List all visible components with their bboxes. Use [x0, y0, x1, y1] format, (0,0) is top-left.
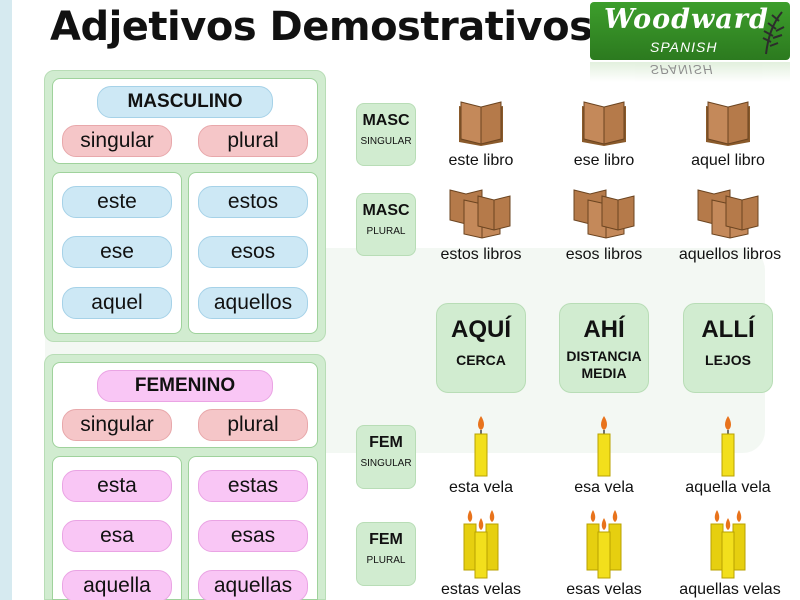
form-este: este: [62, 186, 172, 218]
form-aquellas: aquellas: [198, 570, 308, 600]
tag-sub: SINGULAR: [360, 458, 412, 469]
tag-sub: SINGULAR: [360, 136, 412, 147]
tag-fem-plural: FEM PLURAL: [356, 522, 416, 586]
logo-subtitle: SPANISH: [650, 39, 718, 55]
distance-meaning: DISTANCIA MEDIA: [566, 348, 642, 381]
distance-meaning: CERCA: [456, 352, 506, 368]
tag-sub: PLURAL: [366, 226, 406, 237]
distance-ahi: AHÍ DISTANCIA MEDIA: [559, 303, 649, 393]
form-esas: esas: [198, 520, 308, 552]
candle-icon: [474, 416, 488, 477]
book-icon: [582, 101, 626, 146]
form-estas: estas: [198, 470, 308, 502]
book-icon: [459, 101, 503, 146]
logo-name: Woodward: [604, 4, 769, 35]
caption-aquellos-libros: aquellos libros: [678, 246, 782, 263]
distance-word: AHÍ: [583, 316, 625, 343]
distance-aqui: AQUÍ CERCA: [436, 303, 526, 393]
caption-estas-velas: estas velas: [440, 581, 522, 598]
caption-aquellas-velas: aquellas velas: [679, 581, 781, 598]
left-edge-bar: [0, 0, 12, 600]
logo-reflection: SPANISH: [590, 62, 790, 82]
candles-icon: [463, 510, 499, 579]
tag-fem-singular: FEM SINGULAR: [356, 425, 416, 489]
femenino-header: FEMENINO: [97, 370, 273, 402]
caption-este-libro: este libro: [448, 152, 514, 169]
form-estos: estos: [198, 186, 308, 218]
distance-word: ALLÍ: [701, 316, 755, 343]
book-icon: [706, 101, 750, 146]
candle-icon: [597, 416, 611, 477]
books-icon: [697, 189, 759, 239]
tag-masc-singular: MASC SINGULAR: [356, 103, 416, 166]
caption-esta-vela: esta vela: [448, 479, 514, 496]
form-aquel: aquel: [62, 287, 172, 319]
distance-word: AQUÍ: [451, 316, 511, 343]
tag-masc-plural: MASC PLURAL: [356, 193, 416, 256]
caption-estos-libros: estos libros: [440, 246, 522, 263]
candle-icon: [721, 416, 735, 477]
logo-reflection-text: SPANISH: [650, 62, 714, 77]
caption-esos-libros: esos libros: [565, 246, 643, 263]
form-ese: ese: [62, 236, 172, 268]
tag-sub: PLURAL: [366, 555, 406, 566]
distance-alli: ALLÍ LEJOS: [683, 303, 773, 393]
form-aquella: aquella: [62, 570, 172, 600]
caption-esas-velas: esas velas: [566, 581, 642, 598]
tag-main: FEM: [369, 531, 403, 548]
form-esta: esta: [62, 470, 172, 502]
masculino-singular-label: singular: [62, 125, 172, 157]
candles-icon: [710, 510, 746, 579]
caption-aquel-libro: aquel libro: [691, 152, 765, 169]
tag-main: MASC: [362, 112, 410, 129]
form-esa: esa: [62, 520, 172, 552]
page-title: Adjetivos Demostrativos: [50, 4, 593, 50]
caption-ese-libro: ese libro: [573, 152, 635, 169]
candles-icon: [586, 510, 622, 579]
fern-icon: [762, 11, 785, 55]
books-icon: [449, 189, 511, 239]
caption-aquella-vela: aquella vela: [685, 479, 771, 496]
books-icon: [573, 189, 635, 239]
masculino-plural-label: plural: [198, 125, 308, 157]
form-esos: esos: [198, 236, 308, 268]
tag-main: FEM: [369, 434, 403, 451]
caption-esa-vela: esa vela: [574, 479, 634, 496]
form-aquellos: aquellos: [198, 287, 308, 319]
woodward-logo: Woodward SPANISH: [590, 2, 790, 60]
masculino-header: MASCULINO: [97, 86, 273, 118]
tag-main: MASC: [362, 202, 410, 219]
distance-meaning: LEJOS: [705, 352, 751, 368]
femenino-plural-label: plural: [198, 409, 308, 441]
femenino-singular-label: singular: [62, 409, 172, 441]
